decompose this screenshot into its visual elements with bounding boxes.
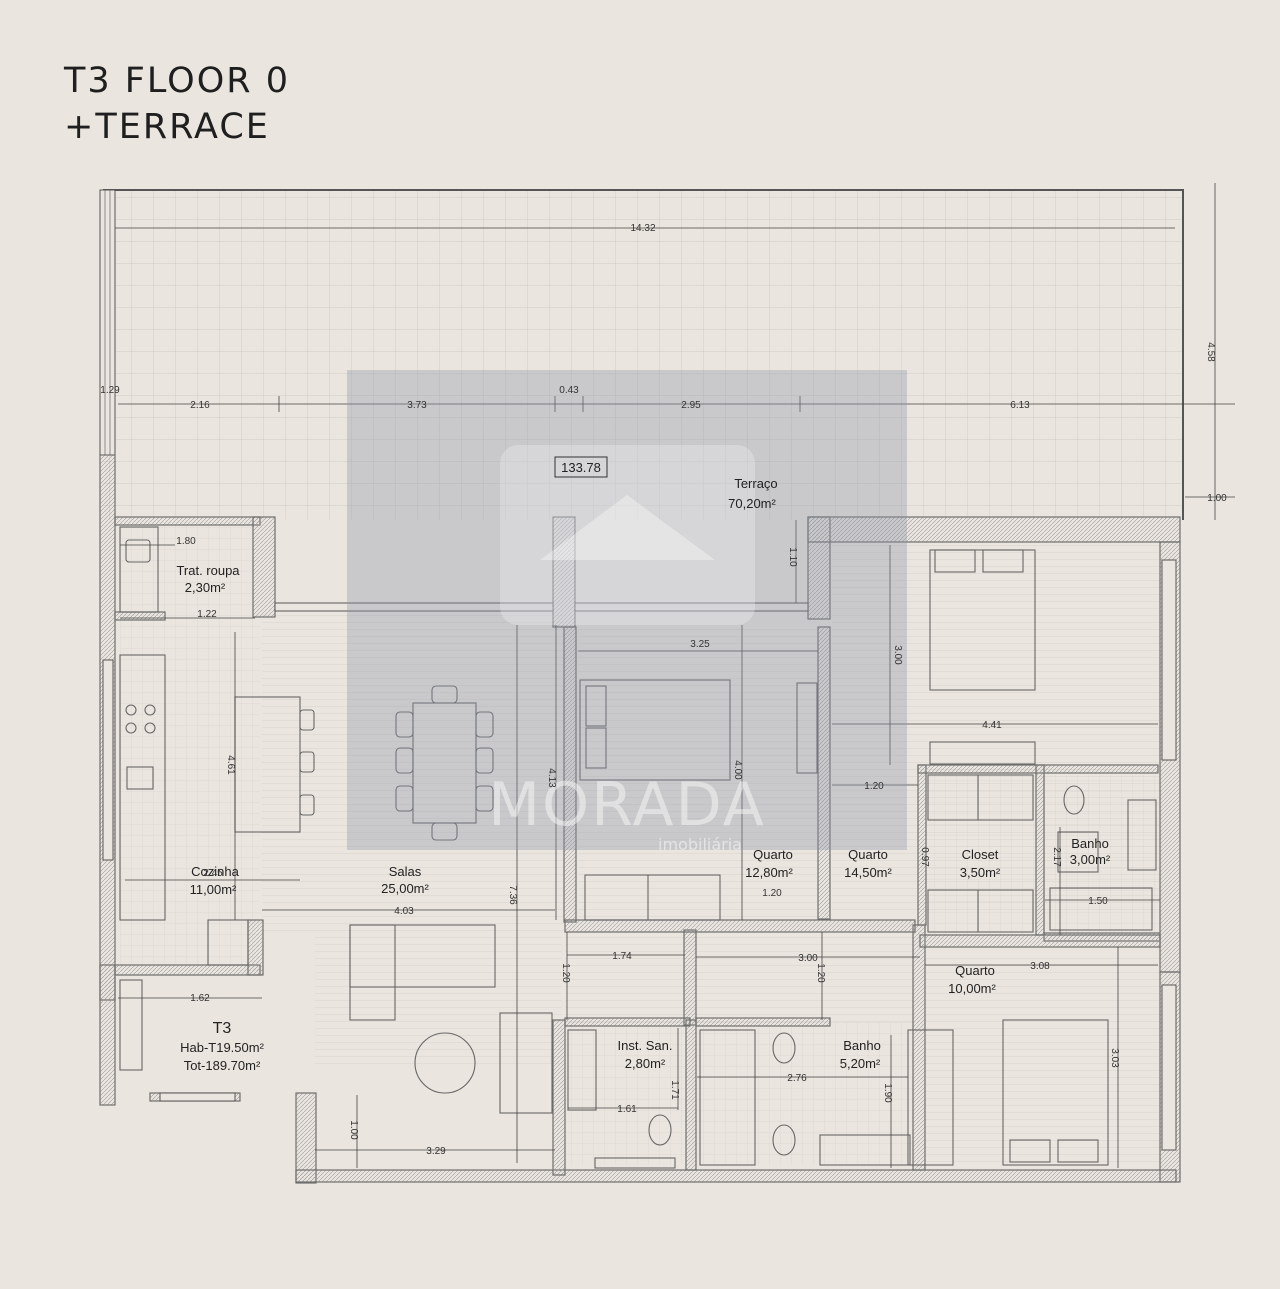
unit-type: T3 (213, 1020, 232, 1037)
dim-4-00: 4.00 (732, 760, 743, 780)
bath1-area: 3,00m² (1070, 852, 1111, 867)
laundry-counter (119, 526, 159, 613)
plan-title: T3 FLOOR 0 +TERRACE (64, 58, 290, 150)
room-labels: 133.78 Terraço 70,20m² Trat. roupa 2,30m… (176, 456, 1111, 1073)
dim-2-17: 2.17 (1051, 847, 1062, 867)
dim-1-20-bedroom1: 1.20 (762, 888, 782, 899)
dim-4-41: 4.41 (982, 720, 1002, 731)
dim-1-62: 1.62 (190, 993, 210, 1004)
bed-quarto-1 (579, 679, 731, 781)
watermark: MORADA imobiliária (347, 370, 907, 854)
bath1-name: Banho (1071, 836, 1109, 851)
dim-3-03: 3.03 (1109, 1048, 1120, 1068)
dim-4-58: 4.58 (1205, 342, 1216, 362)
dim-1-20-bedroom2: 1.20 (864, 781, 884, 792)
bath2-area: 5,20m² (840, 1056, 881, 1071)
bedroom2-area: 14,50m² (844, 865, 892, 880)
dim-2-16: 2.16 (190, 400, 210, 411)
dim-0-97: 0.97 (919, 847, 930, 867)
terrace-area: 70,20m² (728, 496, 776, 511)
dim-3-00-bedroom: 3.00 (892, 645, 903, 665)
bedroom2-name: Quarto (848, 847, 888, 862)
dim-7-36: 7.36 (507, 885, 518, 905)
bedroom1-name: Quarto (753, 847, 793, 862)
dim-2-45: 2.45 (203, 868, 223, 879)
kitchen-counter (119, 654, 166, 921)
dim-2-95: 2.95 (681, 400, 701, 411)
dim-4-03: 4.03 (394, 906, 414, 917)
dim-1-80: 1.80 (176, 536, 196, 547)
plan-title-line2: +TERRACE (64, 107, 270, 147)
dim-1-20-hall-b: 1.20 (815, 963, 826, 983)
closet-name: Closet (962, 847, 999, 862)
dim-2-76: 2.76 (787, 1073, 807, 1084)
bath2-name: Banho (843, 1038, 881, 1053)
bed-quarto-3 (1002, 1019, 1109, 1166)
laundry-name: Trat. roupa (176, 563, 240, 578)
laundry-area: 2,30m² (185, 580, 226, 595)
furniture (119, 526, 1157, 1169)
inst-san-name: Inst. San. (618, 1038, 673, 1053)
dim-1-00-terrace: 1.00 (1207, 493, 1227, 504)
dim-1-10: 1.10 (787, 547, 798, 567)
dim-1-90: 1.90 (882, 1083, 893, 1103)
dimension-labels: 14.32 4.58 1.29 2.16 3.73 0.43 2.95 6.13… (100, 223, 1227, 1157)
dim-6-13: 6.13 (1010, 400, 1030, 411)
dim-3-25: 3.25 (690, 639, 710, 650)
closet-area: 3,50m² (960, 865, 1001, 880)
dim-4-61: 4.61 (225, 755, 236, 775)
bedroom1-area: 12,80m² (745, 865, 793, 880)
bedroom3-area: 10,00m² (948, 981, 996, 996)
habitable-area: Hab-T19.50m² (180, 1040, 264, 1055)
kitchen-area: 11,00m² (190, 882, 237, 897)
total-area: Tot-189.70m² (184, 1058, 261, 1073)
watermark-sub: imobiliária (658, 835, 742, 854)
area-box: 133.78 (561, 460, 601, 475)
terrace-name: Terraço (734, 476, 777, 491)
kitchen-name: Cozinha (191, 864, 239, 879)
dim-3-00-hall: 3.00 (798, 953, 818, 964)
dim-3-73: 3.73 (407, 400, 427, 411)
inst-san-area: 2,80m² (625, 1056, 666, 1071)
watermark-brand: MORADA (488, 770, 766, 840)
terrace (99, 189, 1184, 520)
dim-1-29: 1.29 (100, 385, 120, 396)
bedroom3-name: Quarto (955, 963, 995, 978)
dim-1-20-hall-a: 1.20 (560, 963, 571, 983)
windows (102, 559, 1177, 1151)
dim-3-08: 3.08 (1030, 961, 1050, 972)
dim-1-61: 1.61 (617, 1104, 637, 1115)
dimension-lines (115, 183, 1235, 1168)
living-name: Salas (389, 864, 422, 879)
plan-title-line1: T3 FLOOR 0 (64, 61, 290, 101)
dim-1-74: 1.74 (612, 951, 632, 962)
coffee-table (414, 1032, 476, 1094)
dim-1-50: 1.50 (1088, 896, 1108, 907)
bathtub (699, 1029, 756, 1166)
dim-4-13: 4.13 (546, 768, 557, 788)
dim-1-00-living: 1.00 (348, 1120, 359, 1140)
dim-1-22: 1.22 (197, 609, 217, 620)
dim-1-71: 1.71 (669, 1080, 680, 1100)
living-area: 25,00m² (381, 881, 429, 896)
dim-0-43: 0.43 (559, 385, 579, 396)
dim-14-32: 14.32 (630, 223, 655, 234)
dim-3-29: 3.29 (426, 1146, 446, 1157)
